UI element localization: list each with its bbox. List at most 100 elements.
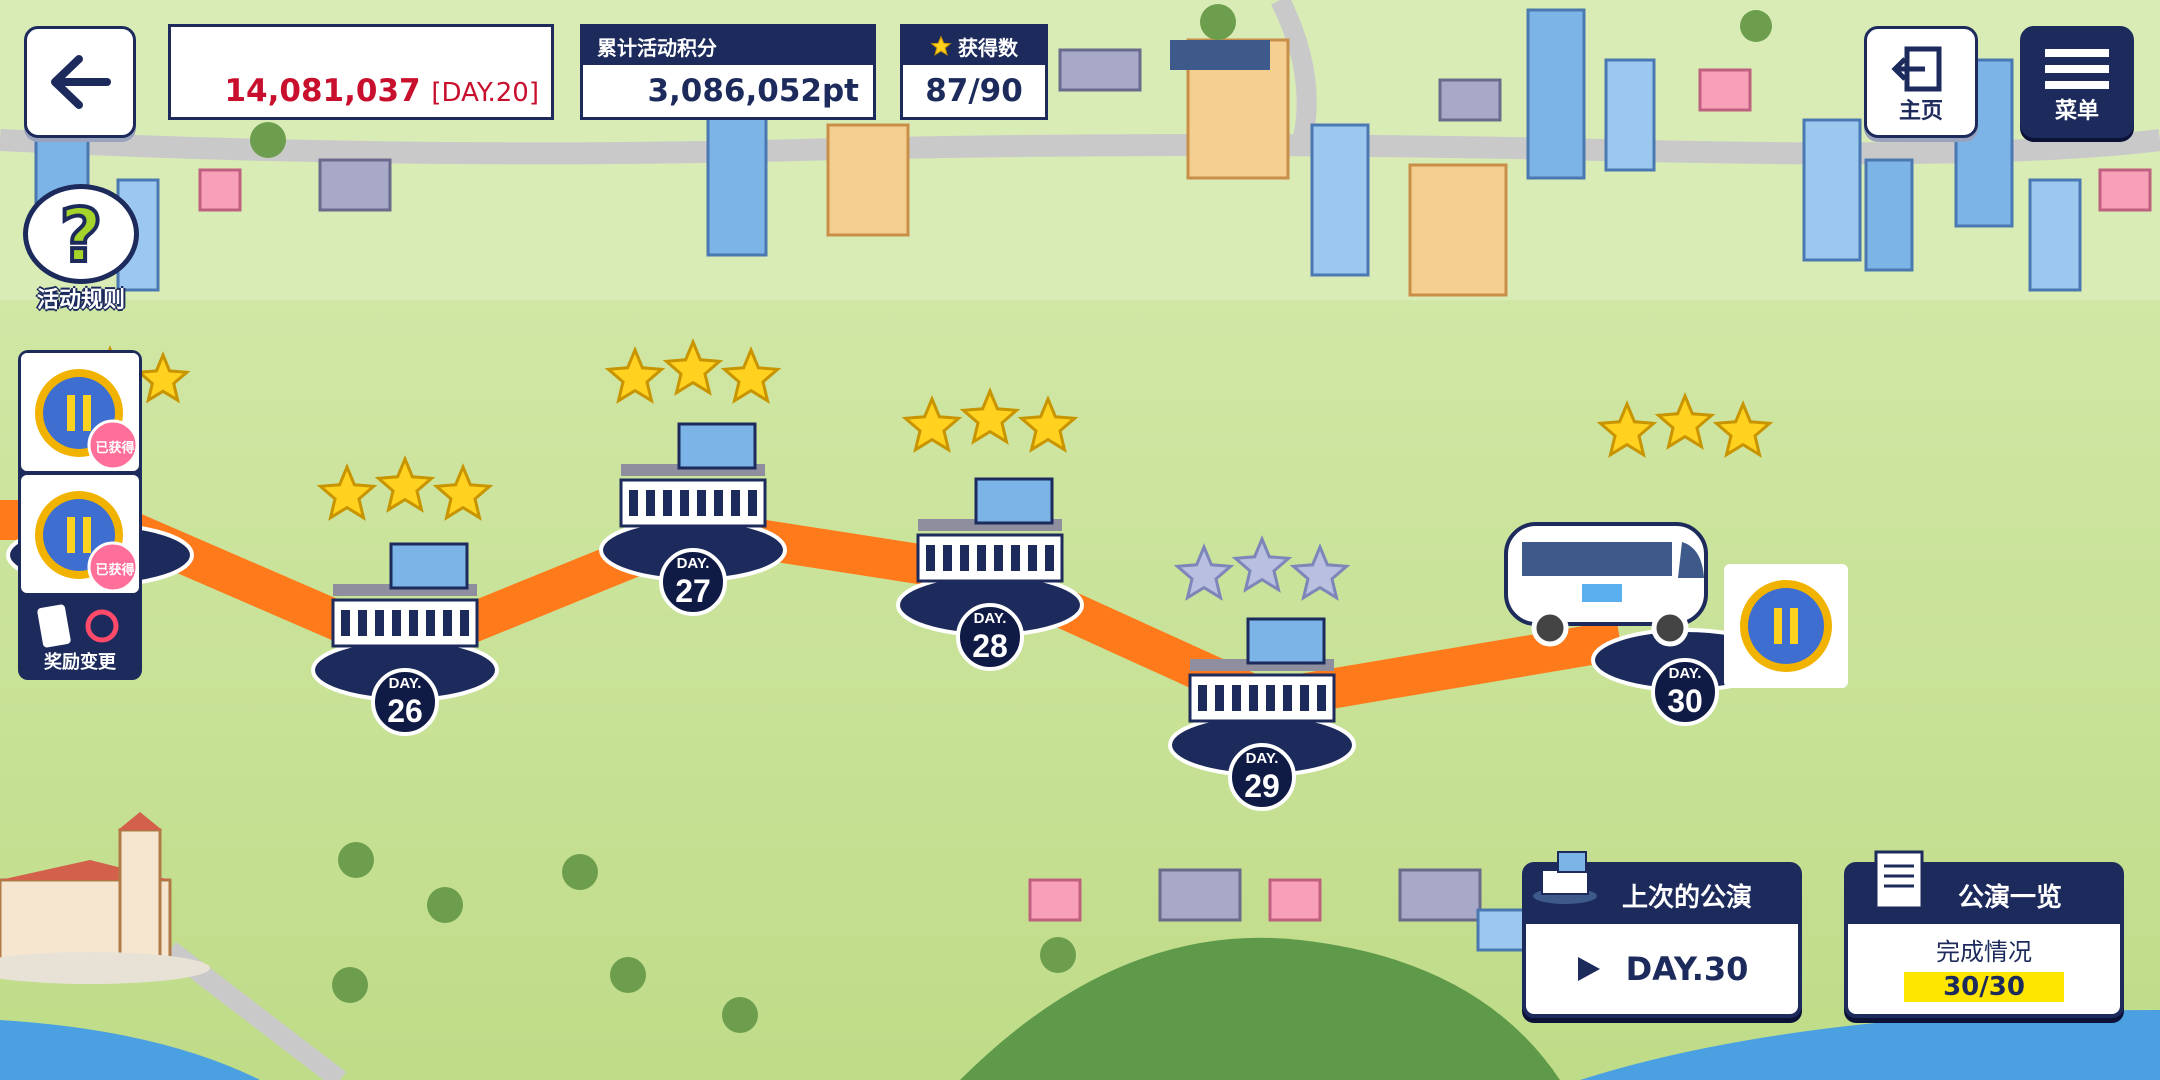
day-badge (956, 603, 1024, 671)
rating-star (316, 463, 378, 521)
day-badge (1228, 743, 1296, 811)
exit-icon (1891, 46, 1942, 92)
venue-arch (426, 610, 435, 636)
obtained-stamp: 已获得 (95, 441, 135, 456)
venue-arch (1266, 685, 1275, 711)
show-list-title: 公演一览 (1848, 850, 2120, 924)
home-button[interactable]: 主页 (1864, 26, 1978, 138)
stars-obtained-label: 获得数 (958, 35, 1018, 60)
trees (250, 4, 1772, 1033)
reward-change-label: 奖励变更 (44, 652, 116, 673)
town-buildings-top (34, 8, 2152, 297)
best-record-panel: 巡回演唱会的最高纪录 14,081,037 [DAY.20] (168, 24, 554, 120)
reward-change-button[interactable]: 奖励变更 (18, 600, 142, 680)
menu-button-label: 菜单 (2054, 99, 2099, 124)
day-word: DAY. (389, 675, 422, 692)
day-number: 27 (675, 573, 711, 609)
day-badge (1651, 658, 1719, 726)
venue-arch (994, 545, 1003, 571)
day30-reward-item[interactable] (1724, 564, 1848, 688)
event-rules-label: 活动规则 (36, 288, 125, 313)
show-list-title-text: 公演一览 (1957, 882, 2062, 913)
venue-arch (960, 545, 969, 571)
event-points-label: 累计活动积分 (583, 27, 873, 65)
venue-arch (375, 610, 384, 636)
route-stop-day-29[interactable]: DAY.29 (1168, 535, 1356, 811)
route-stop-day-30[interactable]: DAY.30 (1591, 392, 1779, 726)
town-buildings-bottom (1028, 868, 1530, 952)
route-stop-day-26[interactable]: DAY.26 (311, 455, 499, 736)
event-points-value: 3,086,052pt (647, 73, 859, 109)
last-show-value: DAY.30 (1625, 950, 1749, 988)
venue-arch (1249, 685, 1258, 711)
rating-star (1231, 535, 1293, 593)
best-record-value: 14,081,037 [DAY.20] (224, 73, 539, 109)
completion-value: 30/30 (1904, 972, 2064, 1002)
venue-arch (409, 610, 418, 636)
venue-arch (926, 545, 935, 571)
rating-star (1596, 400, 1658, 458)
venue-glass-tower (1246, 617, 1326, 665)
completion-label: 完成情况 (1936, 938, 2032, 966)
venue-arch (1283, 685, 1292, 711)
stars-obtained-header: 获得数 (903, 27, 1045, 65)
venue-arch (943, 545, 952, 571)
arrow-left-icon (51, 55, 111, 109)
venue-arch (629, 490, 638, 516)
question-icon: ? (58, 191, 105, 281)
event-rules-button[interactable]: ? 活动规则 (20, 184, 142, 314)
play-icon (1577, 957, 1600, 981)
star-icon (930, 35, 952, 56)
venue-arch (680, 490, 689, 516)
venue-arch (646, 490, 655, 516)
best-record-score: 14,081,037 (224, 73, 421, 109)
reward-item[interactable]: 已获得 (21, 475, 139, 593)
best-record-label: 巡回演唱会的最高纪录 (185, 35, 385, 60)
last-show-title: 上次的公演 (1526, 851, 1798, 924)
pause-medal-icon (35, 369, 139, 471)
rating-star (374, 455, 436, 513)
rating-star (1017, 395, 1079, 453)
last-show-card[interactable]: 上次的公演 DAY.30 (1522, 851, 1802, 1018)
back-button[interactable] (24, 26, 136, 138)
castle-building (0, 812, 210, 984)
svg-text:?: ? (60, 193, 103, 279)
rating-star (1173, 543, 1235, 601)
reward-item[interactable]: 已获得 (21, 353, 139, 471)
venue-arch (714, 490, 723, 516)
show-list-card[interactable]: 公演一览 完成情况 30/30 (1844, 850, 2124, 1018)
venue-arch (1232, 685, 1241, 711)
pause-medal-icon (35, 491, 139, 593)
route-stop-day-27[interactable]: DAY.27 (599, 338, 787, 616)
venue-arch (1198, 685, 1207, 711)
day-badge (659, 548, 727, 616)
day-number: 29 (1244, 768, 1280, 804)
venue-arch (443, 610, 452, 636)
day-number: 30 (1667, 683, 1703, 719)
rating-star (604, 346, 666, 404)
day-word: DAY. (677, 555, 710, 572)
day-word: DAY. (1246, 750, 1279, 767)
day-word: DAY. (1669, 665, 1702, 682)
event-points-panel: 累计活动积分 3,086,052pt (580, 24, 876, 120)
venue-arch (358, 610, 367, 636)
venue-arch (697, 490, 706, 516)
rating-star (1289, 543, 1351, 601)
rules-circle: ? (23, 184, 139, 284)
pause-medal-icon (1740, 580, 1832, 672)
venue-arch (1300, 685, 1309, 711)
route-stop-day-28[interactable]: DAY.28 (896, 387, 1084, 671)
rating-star (432, 463, 494, 521)
stars-obtained-value: 87/90 (925, 73, 1023, 109)
venue-arch (460, 610, 469, 636)
rating-star (959, 387, 1021, 445)
menu-button[interactable]: 菜单 (2020, 26, 2134, 138)
venue-arch (1317, 685, 1326, 711)
venue-arch (1215, 685, 1224, 711)
last-show-body: DAY.30 (1526, 924, 1798, 1014)
venue-building (1188, 673, 1336, 723)
venue-arch (731, 490, 740, 516)
venue-arch (341, 610, 350, 636)
venue-arch (748, 490, 757, 516)
